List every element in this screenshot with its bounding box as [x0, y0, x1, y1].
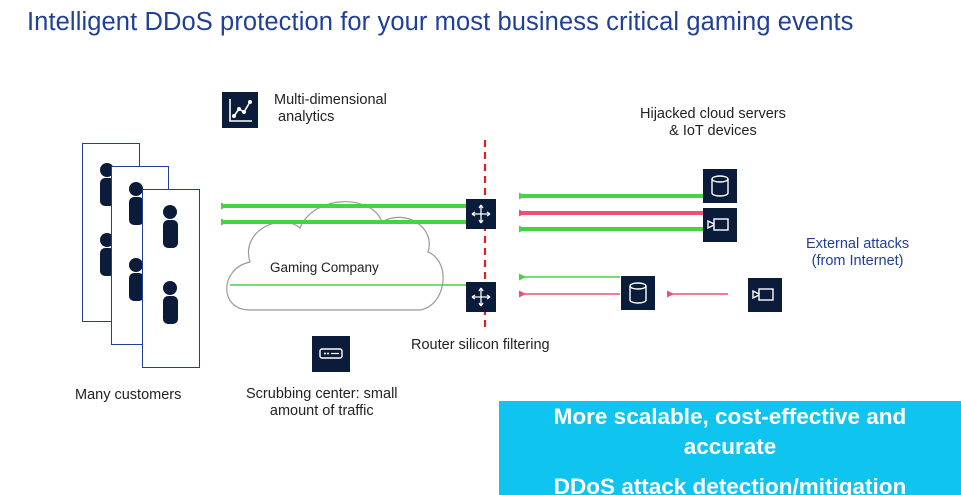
hijacked-label: Hijacked cloud servers & IoT devices — [640, 106, 786, 140]
scrubbing-label: Scrubbing center: small amount of traffi… — [246, 386, 398, 420]
router-label: Router silicon filtering — [411, 337, 550, 353]
banner-line-1: More scalable, cost-effective and — [553, 404, 907, 429]
gaming-company-label: Gaming Company — [270, 260, 379, 275]
server-icon — [312, 336, 350, 372]
banner-line-3: DDoS attack detection/mitigation — [553, 474, 907, 495]
benefit-banner: More scalable, cost-effective and accura… — [499, 401, 961, 495]
external-attacks-line-1: External attacks — [806, 236, 910, 252]
person-icon — [163, 205, 178, 324]
router-arrows-icon — [466, 282, 496, 312]
hijacked-label-line-2: & IoT devices — [669, 123, 757, 139]
page-title: Intelligent DDoS protection for your mos… — [27, 8, 854, 36]
customers-label: Many customers — [75, 387, 182, 403]
database-icon — [621, 276, 655, 310]
analytics-label: Multi-dimensional analytics — [274, 92, 387, 126]
database-icon — [703, 169, 737, 203]
scrubbing-label-line-1: Scrubbing center: small — [246, 386, 398, 402]
analytics-label-line-2: analytics — [278, 109, 335, 125]
external-attacks-label: External attacks (from Internet) — [806, 236, 909, 270]
analytics-label-line-1: Multi-dimensional — [274, 92, 387, 108]
person-icon — [129, 182, 144, 301]
camera-icon — [703, 208, 737, 242]
customer-card — [142, 189, 200, 368]
scrubbing-label-line-2: amount of traffic — [269, 403, 374, 419]
line-chart-icon — [222, 92, 258, 128]
hijacked-label-line-1: Hijacked cloud servers — [640, 106, 786, 122]
router-arrows-icon — [466, 199, 496, 229]
camera-icon — [748, 278, 782, 312]
external-attacks-line-2: (from Internet) — [811, 253, 904, 269]
gaming-company-cloud — [226, 201, 444, 311]
banner-line-2: accurate — [683, 434, 777, 459]
